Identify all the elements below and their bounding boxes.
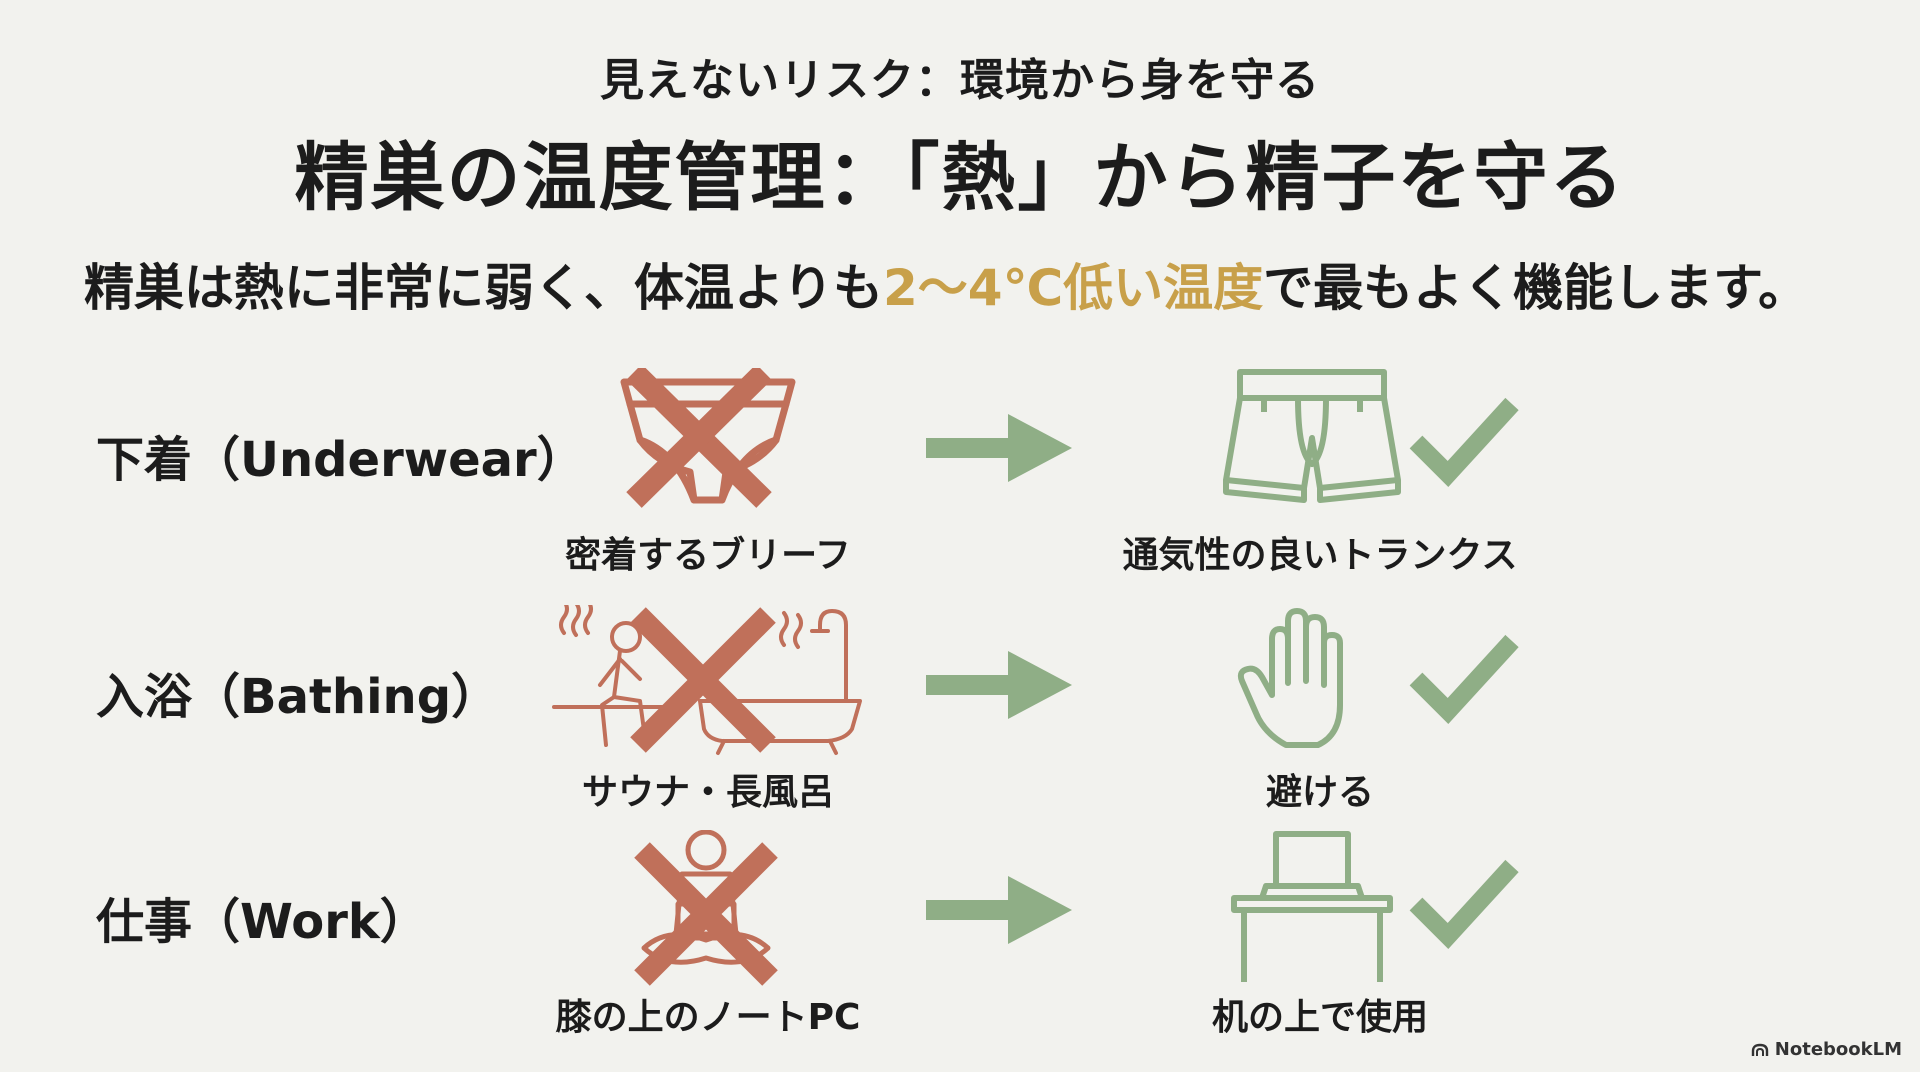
slide-title: 精巣の温度管理：「熱」から精子を守る [294, 135, 1626, 221]
row-label: 仕事（Work） [96, 894, 428, 950]
bad-caption: 膝の上のノートPC [555, 997, 861, 1038]
row-underwear: 下着（Underwear） 密着するブリーフ [0, 368, 1920, 598]
bad-caption: 密着するブリーフ [565, 535, 851, 576]
good-caption: 机の上で使用 [1211, 997, 1428, 1038]
lead-text-after: で最もよく機能します。 [1263, 259, 1809, 317]
laptop-on-lap-crossed-icon [548, 830, 868, 990]
sauna-bath-crossed-icon [548, 605, 868, 765]
check-icon [1408, 631, 1520, 727]
check-icon [1408, 394, 1520, 490]
check-icon [1408, 856, 1520, 952]
good-caption: 通気性の良いトランクス [1122, 535, 1518, 576]
row-label: 入浴（Bathing） [96, 669, 500, 725]
notebooklm-logo-icon [1751, 1043, 1769, 1057]
arrow-right-icon [926, 645, 1076, 725]
brand-mark: NotebookLM [1751, 1039, 1902, 1060]
lead-sentence: 精巣は熱に非常に弱く、体温よりも2〜4℃低い温度で最もよく機能します。 [84, 248, 1884, 320]
row-bathing: 入浴（Bathing） [0, 605, 1920, 835]
briefs-crossed-icon [548, 368, 868, 528]
row-work: 仕事（Work） 膝の上のノートPC [0, 830, 1920, 1060]
laptop-on-desk-icon [1200, 830, 1440, 990]
lead-text-before: 精巣は熱に非常に弱く、体温よりも [84, 259, 883, 317]
bad-caption: サウナ・長風呂 [581, 772, 834, 813]
trunks-icon [1200, 368, 1440, 528]
stop-hand-icon [1200, 605, 1440, 765]
row-label: 下着（Underwear） [96, 432, 585, 488]
brand-label: NotebookLM [1774, 1039, 1902, 1060]
eyebrow-heading: 見えないリスク：環境から身を守る [600, 55, 1320, 106]
arrow-right-icon [926, 870, 1076, 950]
good-caption: 避ける [1265, 772, 1374, 813]
arrow-right-icon [926, 408, 1076, 488]
lead-highlight: 2〜4℃低い温度 [883, 259, 1264, 317]
